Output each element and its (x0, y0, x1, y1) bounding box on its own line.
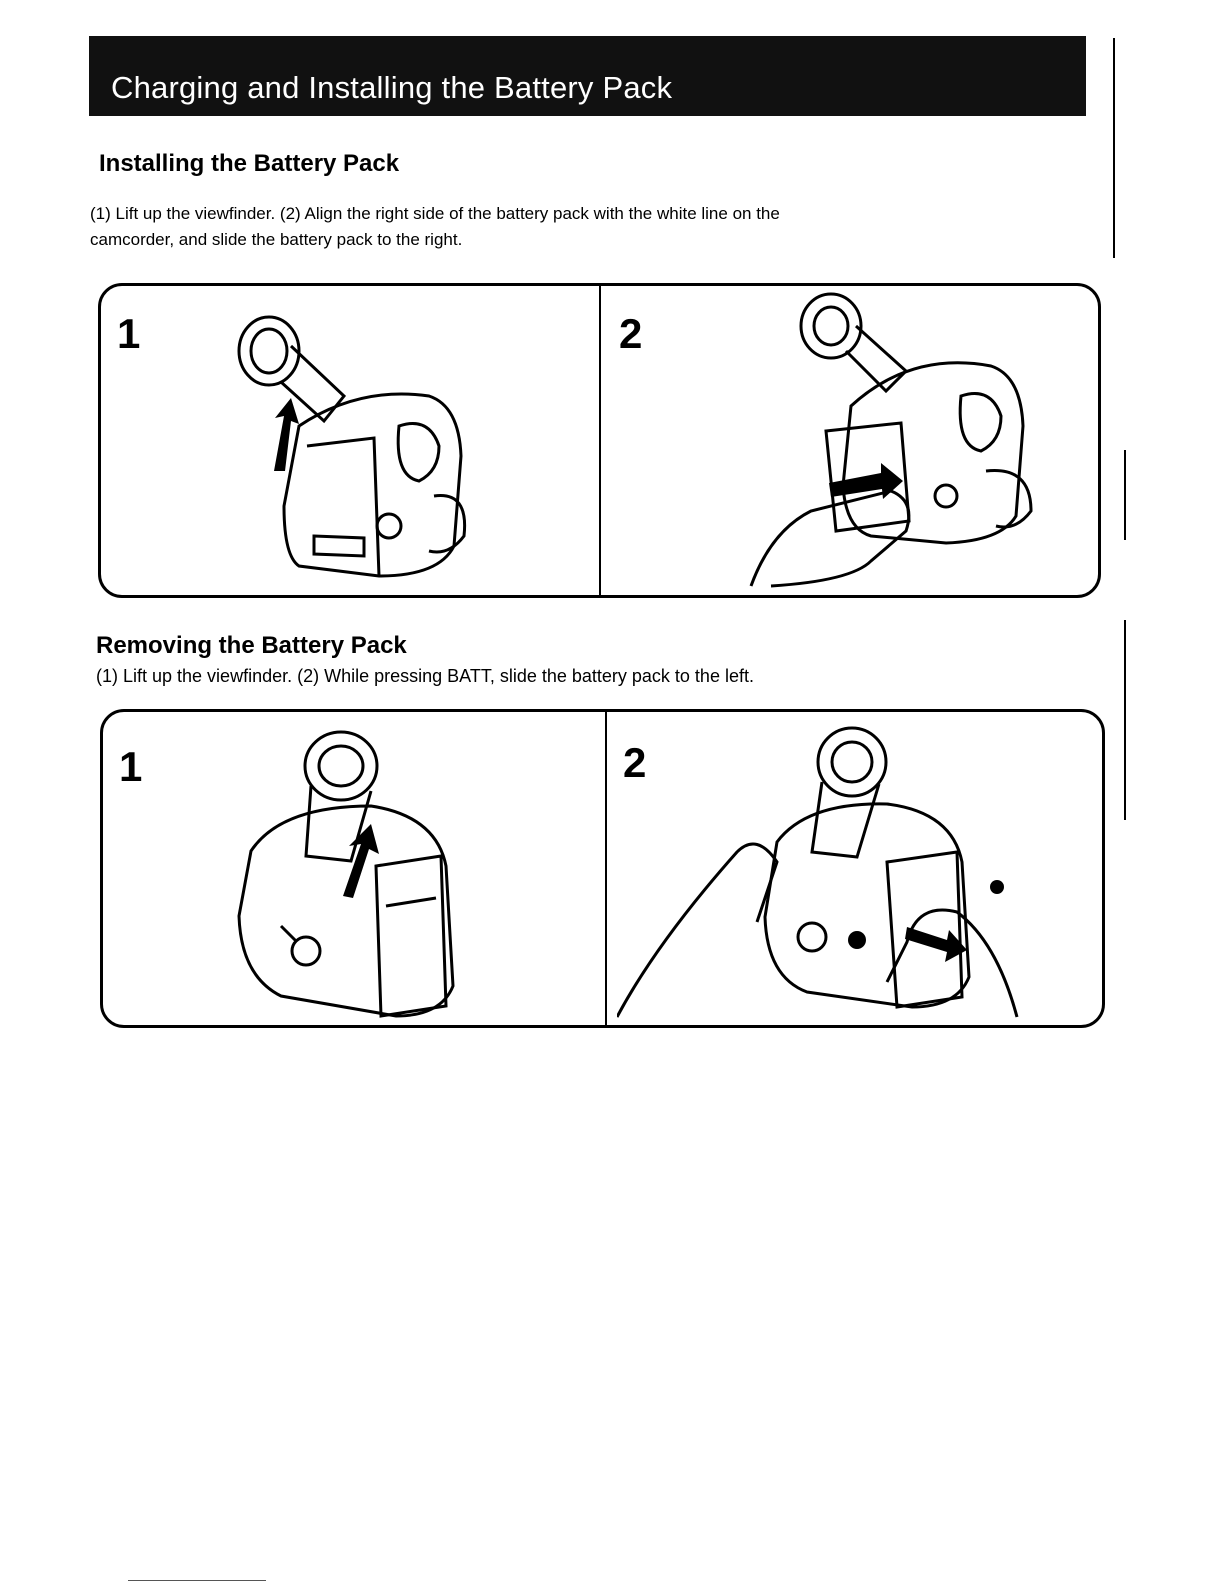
section-banner: Charging and Installing the Battery Pack (89, 36, 1086, 116)
camcorder-lift-viewfinder-rear-illustration (237, 730, 455, 1018)
removing-step-1-panel: 1 (103, 712, 605, 1025)
section-title: Charging and Installing the Battery Pack (111, 70, 673, 105)
margin-mark-lower (1124, 620, 1126, 820)
removing-figure: 1 2 (100, 709, 1105, 1028)
installing-text-line2: camcorder, and slide the battery pack to… (90, 230, 463, 249)
removing-step-1-number: 1 (119, 743, 143, 790)
installing-step-1-number: 1 (117, 310, 141, 357)
bottom-rule (128, 1580, 266, 1581)
camcorder-lift-viewfinder-illustration (237, 315, 467, 578)
margin-mark-top (1113, 38, 1115, 258)
removing-step-2-panel: 2 (605, 712, 1102, 1025)
camcorder-attach-battery-illustration (749, 292, 1033, 588)
removing-step-2-number: 2 (623, 739, 647, 786)
camcorder-remove-battery-illustration (617, 726, 1019, 1018)
installing-step-2-number: 2 (619, 310, 643, 357)
installing-figure: 1 2 (98, 283, 1101, 598)
margin-mark-middle (1124, 450, 1126, 540)
removing-text: (1) Lift up the viewfinder. (2) While pr… (96, 666, 754, 686)
installing-heading: Installing the Battery Pack (99, 150, 400, 177)
installing-step-1-panel: 1 (101, 286, 599, 595)
installing-text-line1: (1) Lift up the viewfinder. (2) Align th… (90, 204, 780, 223)
installing-step-2-panel: 2 (599, 286, 1098, 595)
removing-heading: Removing the Battery Pack (96, 632, 407, 659)
